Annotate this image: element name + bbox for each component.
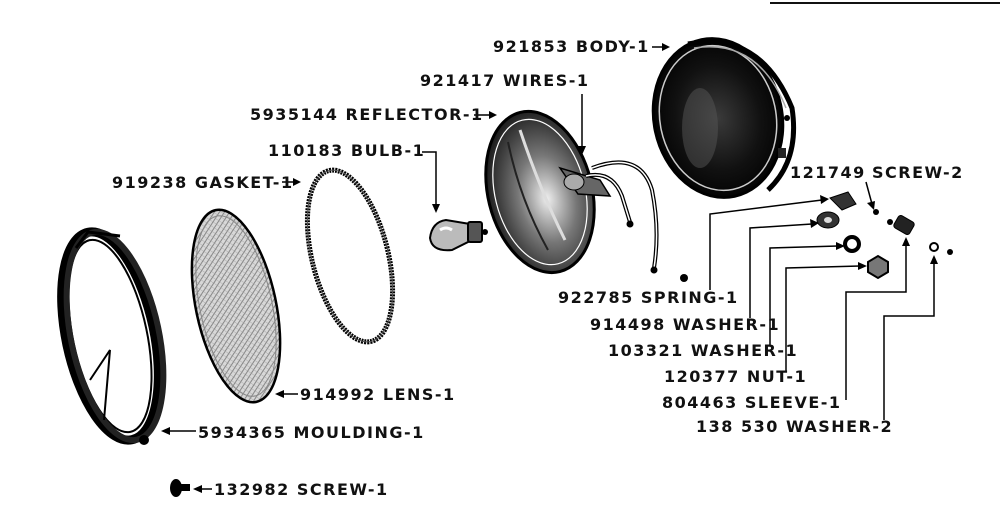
body-housing — [651, 37, 797, 199]
gasket — [304, 167, 396, 345]
label-lens: 914992 LENS-1 — [300, 385, 456, 404]
label-wires: 921417 WIRES-1 — [420, 71, 590, 90]
screw-large — [170, 479, 190, 497]
label-spring: 922785 SPRING-1 — [558, 288, 739, 307]
label-sleeve: 804463 SLEEVE-1 — [662, 393, 842, 412]
label-washer-103321: 103321 WASHER-1 — [608, 341, 799, 360]
label-body: 921853 BODY-1 — [493, 37, 650, 56]
label-gasket: 919238 GASKET-1 — [112, 173, 294, 192]
label-reflector: 5935144 REFLECTOR-1 — [250, 105, 484, 124]
label-washer-914498: 914498 WASHER-1 — [590, 315, 781, 334]
leader-lines — [161, 43, 938, 493]
small-hardware — [680, 191, 953, 282]
washer-103321-part — [843, 235, 861, 253]
label-bulb: 110183 BULB-1 — [268, 141, 426, 160]
nut-part — [867, 254, 889, 280]
lens — [190, 208, 282, 404]
label-nut: 120377 NUT-1 — [664, 367, 808, 386]
bulb — [428, 218, 488, 252]
moulding-ring — [57, 227, 167, 445]
reflector — [484, 109, 612, 275]
label-screw-small-number: 121749 — [790, 163, 866, 182]
label-washer-138530: 138 530 WASHER-2 — [696, 417, 894, 436]
sleeve-part — [893, 215, 915, 235]
spring-part — [680, 274, 688, 282]
label-screw-small: SCREW-2 — [872, 163, 964, 182]
label-screw-large: 132982 SCREW-1 — [214, 480, 389, 499]
label-moulding: 5934365 MOULDING-1 — [198, 423, 425, 442]
washer-138530-part — [929, 242, 939, 252]
clip-121749 — [829, 191, 857, 211]
wires — [585, 160, 659, 274]
